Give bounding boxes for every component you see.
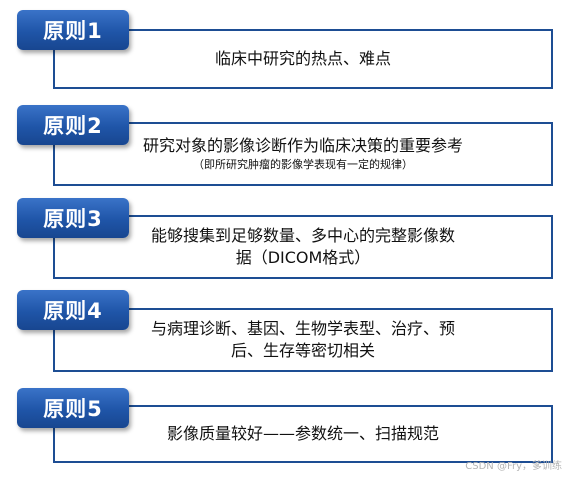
principle-4-line-1: 与病理诊断、基因、生物学表型、治疗、预: [150, 319, 455, 339]
principle-4-box: 与病理诊断、基因、生物学表型、治疗、预 后、生存等密切相关: [53, 308, 553, 372]
principle-1-line-1: 临床中研究的热点、难点: [214, 49, 391, 69]
principle-2-line-1: 研究对象的影像诊断作为临床决策的重要参考: [142, 135, 463, 155]
principle-3-box: 能够搜集到足够数量、多中心的完整影像数 据（DICOM格式）: [53, 215, 553, 279]
principle-4-tag: 原则4: [17, 290, 129, 330]
principle-5-box: 影像质量较好——参数统一、扫描规范: [53, 405, 553, 463]
principle-2-box: 研究对象的影像诊断作为临床决策的重要参考 （即所研究肿瘤的影像学表现有一定的规律…: [53, 122, 553, 186]
principle-3-line-2: 据（DICOM格式）: [235, 248, 371, 267]
principle-4: 与病理诊断、基因、生物学表型、治疗、预 后、生存等密切相关 原则4: [0, 290, 570, 378]
watermark: CSDN @Fry，爹训练: [465, 461, 562, 472]
principle-3-line-1: 能够搜集到足够数量、多中心的完整影像数: [150, 226, 455, 246]
principle-1-box: 临床中研究的热点、难点: [53, 29, 553, 89]
principle-5-line-1: 影像质量较好——参数统一、扫描规范: [166, 424, 439, 444]
principle-5: 影像质量较好——参数统一、扫描规范 原则5: [0, 388, 570, 468]
principle-2-subline: （即所研究肿瘤的影像学表现有一定的规律）: [193, 158, 413, 172]
principle-1-tag: 原则1: [17, 10, 129, 50]
principle-1: 临床中研究的热点、难点 原则1: [0, 10, 570, 98]
principle-5-tag: 原则5: [17, 388, 129, 428]
principle-3-tag: 原则3: [17, 198, 129, 238]
principle-2-tag: 原则2: [17, 105, 129, 145]
principle-3: 能够搜集到足够数量、多中心的完整影像数 据（DICOM格式） 原则3: [0, 198, 570, 286]
principle-2: 研究对象的影像诊断作为临床决策的重要参考 （即所研究肿瘤的影像学表现有一定的规律…: [0, 105, 570, 193]
principle-4-line-2: 后、生存等密切相关: [230, 341, 375, 360]
